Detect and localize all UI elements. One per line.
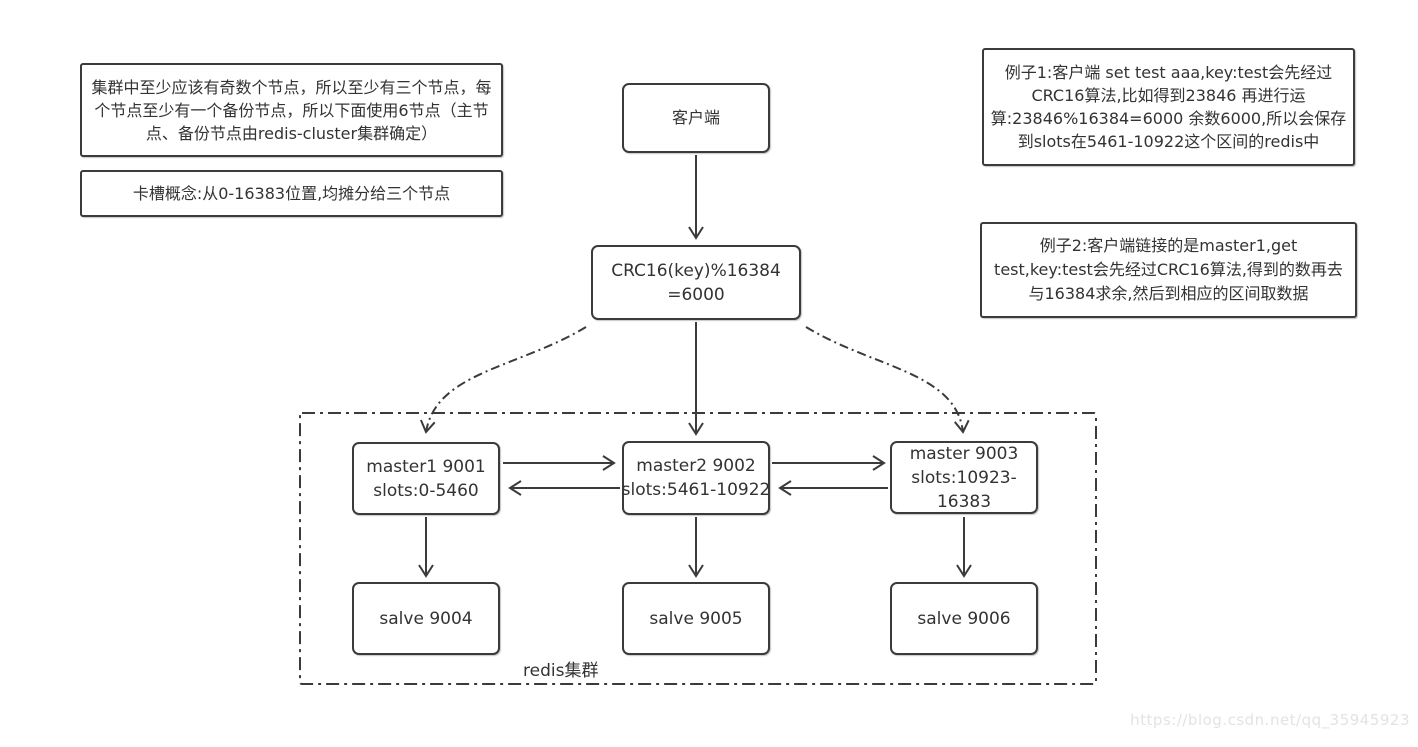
arrow-crc16-to-master3 — [805, 326, 970, 434]
crc16-node: CRC16(key)%16384 =6000 — [591, 245, 801, 320]
master2-node: master2 9002 slots:5461-10922 — [622, 441, 770, 515]
note-example2: 例子2:客户端链接的是master1,get test,key:test会先经过… — [980, 222, 1357, 318]
slave1-node-label: salve 9004 — [379, 608, 473, 629]
client-node: 客户端 — [622, 83, 770, 153]
slave1-node: salve 9004 — [352, 582, 500, 655]
crc16-node-result: =6000 — [667, 284, 725, 305]
arrow-crc16-to-master1 — [419, 326, 587, 434]
master1-node: master1 9001 slots:0-5460 — [352, 442, 500, 515]
master3-node: master 9003 slots:10923-16383 — [890, 441, 1038, 514]
crc16-node-formula: CRC16(key)%16384 — [611, 260, 781, 281]
master2-node-name: master2 9002 — [636, 456, 756, 476]
client-node-label: 客户端 — [671, 108, 720, 127]
slave2-node: salve 9005 — [622, 582, 770, 655]
master2-node-slots: slots:5461-10922 — [621, 480, 771, 500]
master3-node-name: master 9003 — [909, 443, 1019, 464]
slave3-node: salve 9006 — [890, 582, 1038, 655]
slave2-node-label: salve 9005 — [649, 608, 743, 629]
master1-node-name: master1 9001 — [366, 456, 486, 477]
watermark-url: https://blog.csdn.net/qq_35945923 — [1130, 711, 1410, 729]
master3-node-slots: slots:10923-16383 — [911, 467, 1017, 512]
cluster-label: redis集群 — [523, 661, 599, 681]
master1-node-slots: slots:0-5460 — [373, 480, 479, 501]
note-slot-concept: 卡槽概念:从0-16383位置,均摊分给三个节点 — [80, 170, 503, 217]
slave3-node-label: salve 9006 — [917, 608, 1011, 629]
note-example1: 例子1:客户端 set test aaa,key:test会先经过CRC16算法… — [982, 48, 1355, 166]
note-cluster-node-count: 集群中至少应该有奇数个节点，所以至少有三个节点，每个节点至少有一个备份节点，所以… — [80, 63, 503, 157]
